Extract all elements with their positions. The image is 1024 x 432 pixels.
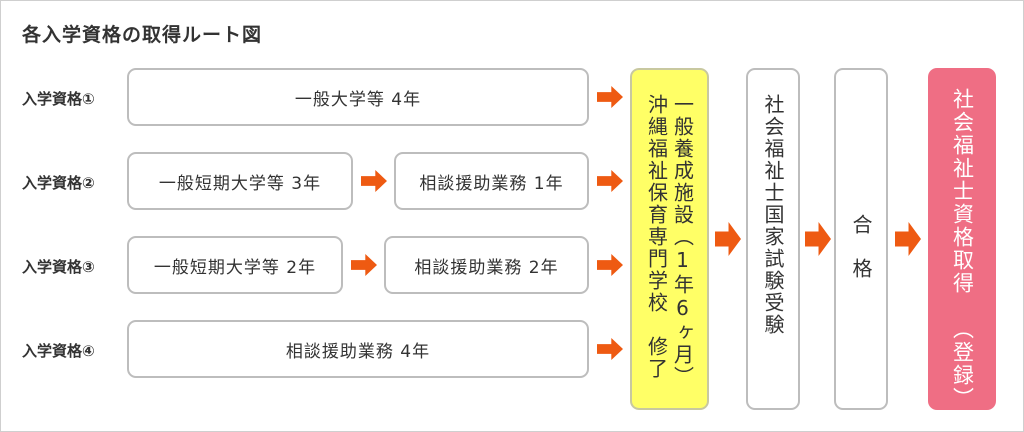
step-label: 一般短期大学等 3年 [158, 173, 322, 194]
qualification-box: 社会福祉士資格取得 [928, 68, 996, 410]
step-box-consultation-4yr: 相談援助業務 4年 [127, 320, 589, 378]
step-box-junior-college-3yr: 一般短期大学等 3年 [127, 152, 353, 210]
training-col-2: 沖縄福祉保育専門学校 修了 [644, 94, 669, 380]
step-label: 相談援助業務 2年 [414, 257, 559, 278]
training-col-1: 一般養成施設（1年6ヶ月） [670, 94, 695, 388]
step-label: 相談援助業務 4年 [285, 341, 431, 362]
diagram-title: 各入学資格の取得ルート図 [22, 24, 263, 46]
step-box-junior-college-2yr: 一般短期大学等 2年 [127, 236, 343, 294]
row-label-3: 入学資格③ [22, 258, 95, 276]
step-box-consultation-2yr: 相談援助業務 2年 [384, 236, 589, 294]
pass-label: 合 格 [849, 214, 873, 280]
row-label-2: 入学資格② [22, 174, 95, 192]
qualification-col-2: （登録） [950, 318, 975, 410]
pass-box: 合 格 [834, 68, 888, 410]
step-label: 相談援助業務 1年 [419, 173, 564, 194]
step-label: 一般大学等 4年 [294, 89, 422, 110]
qualification-col-1: 社会福祉士資格取得 [950, 88, 975, 295]
exam-label: 社会福祉士国家試験受験 [761, 94, 785, 336]
row-label-4: 入学資格④ [22, 342, 95, 360]
step-box-general-university: 一般大学等 4年 [127, 68, 589, 126]
training-institution-box: 一般養成施設（1年6ヶ月） 沖縄福祉保育専門学校 修了 [630, 68, 709, 410]
national-exam-box: 社会福祉士国家試験受験 [746, 68, 800, 410]
step-box-consultation-1yr: 相談援助業務 1年 [394, 152, 589, 210]
step-label: 一般短期大学等 2年 [153, 257, 317, 278]
qualification-sub-wrap: （登録） [928, 318, 996, 410]
row-label-1: 入学資格① [22, 90, 95, 108]
